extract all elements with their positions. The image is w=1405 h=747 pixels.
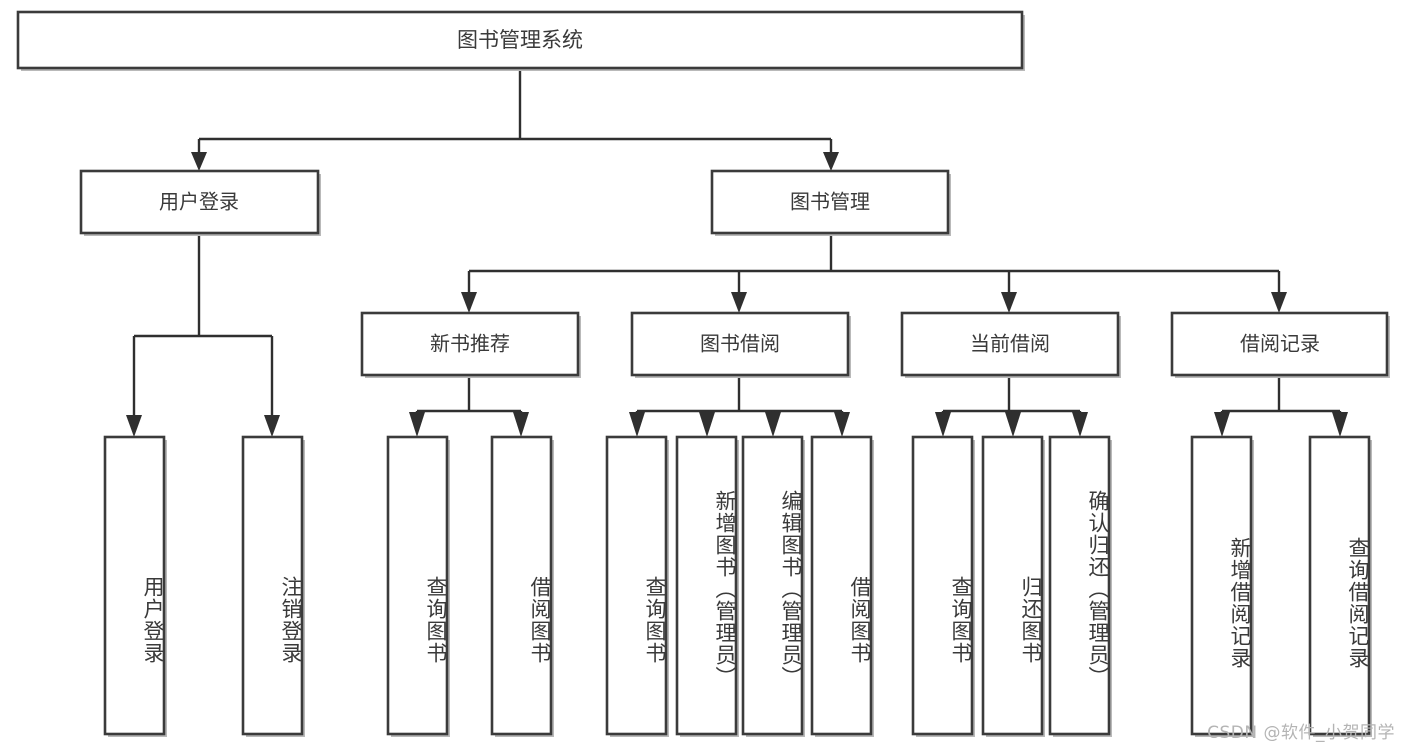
node-new-book-recommend-label: 新书推荐	[430, 332, 510, 356]
arrow-book-borrow	[731, 292, 747, 313]
arrow-leaf-borrow-book-2	[834, 412, 850, 437]
node-user-login-label: 用户登录	[159, 190, 239, 214]
arrow-leaf-query-book-2	[629, 412, 645, 437]
node-leaf-query-book-1[interactable]	[386, 435, 450, 737]
node-leaf-borrow-book-1[interactable]	[490, 435, 554, 737]
arrow-leaf-query-book-1	[409, 412, 425, 437]
arrow-borrow-record	[1271, 292, 1287, 313]
csdn-watermark: CSDN @软件_小贺同学	[1207, 723, 1395, 743]
node-book-borrow-label: 图书借阅	[700, 332, 780, 356]
arrow-leaf-confirm-return	[1072, 412, 1088, 437]
node-user-login[interactable]: 用户登录	[79, 169, 321, 236]
node-leaf-add-record[interactable]	[1190, 435, 1254, 737]
node-new-book-recommend[interactable]: 新书推荐	[360, 311, 581, 378]
node-leaf-return-book[interactable]	[981, 435, 1045, 737]
node-leaf-edit-book[interactable]	[741, 435, 805, 737]
node-current-borrow-label: 当前借阅	[970, 332, 1050, 356]
node-leaf-query-book-2[interactable]	[605, 435, 669, 737]
node-root-label: 图书管理系统	[457, 28, 583, 52]
arrow-leaf-logout	[264, 415, 280, 437]
node-borrow-record-label: 借阅记录	[1240, 332, 1320, 356]
node-leaf-query-book-3[interactable]	[911, 435, 975, 737]
arrow-leaf-borrow-book-1	[513, 412, 529, 437]
node-leaf-add-book[interactable]	[675, 435, 739, 737]
node-book-manage-label: 图书管理	[790, 190, 870, 214]
arrow-current-borrow	[1001, 292, 1017, 313]
arrow-new-book-recommend	[461, 292, 477, 313]
node-leaf-borrow-book-2[interactable]	[810, 435, 874, 737]
arrow-leaf-query-book-3	[935, 412, 951, 437]
arrow-leaf-add-record	[1214, 412, 1230, 437]
node-leaf-logout[interactable]	[241, 435, 305, 737]
node-leaf-query-record[interactable]	[1308, 435, 1372, 737]
arrow-leaf-user-login	[126, 415, 142, 437]
node-borrow-record[interactable]: 借阅记录	[1170, 311, 1390, 378]
arrow-leaf-return-book	[1005, 412, 1021, 437]
node-book-manage[interactable]: 图书管理	[710, 169, 951, 236]
connectors	[126, 68, 1348, 437]
arrow-book-manage	[823, 152, 839, 171]
node-root[interactable]: 图书管理系统	[16, 10, 1025, 71]
node-book-borrow[interactable]: 图书借阅	[630, 311, 851, 378]
arrow-leaf-add-book	[699, 412, 715, 437]
arrow-leaf-edit-book	[765, 412, 781, 437]
node-leaf-user-login[interactable]	[103, 435, 167, 737]
arrow-user-login	[191, 152, 207, 171]
node-leaf-confirm-return[interactable]	[1048, 435, 1112, 737]
node-current-borrow[interactable]: 当前借阅	[900, 311, 1121, 378]
arrow-leaf-query-record	[1332, 412, 1348, 437]
